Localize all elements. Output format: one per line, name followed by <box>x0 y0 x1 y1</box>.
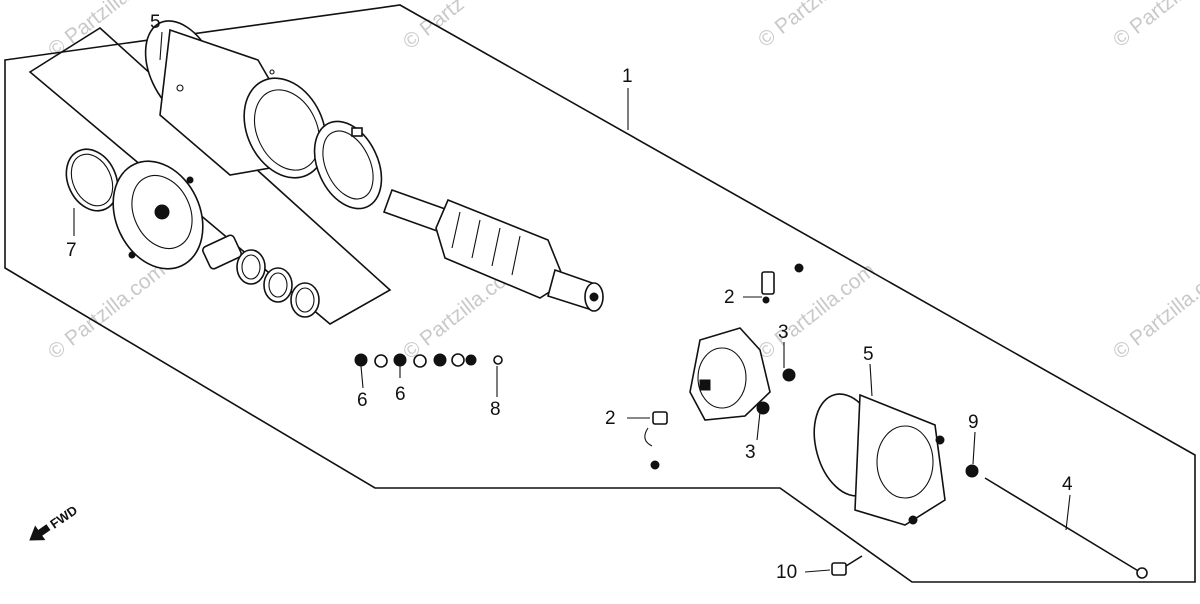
brush-upper <box>761 263 804 304</box>
callout-9: 9 <box>968 412 979 433</box>
watermark-top: © Partz <box>399 0 469 54</box>
assembly-boundary <box>4 4 1196 583</box>
brush-lower <box>644 411 668 470</box>
callout-3-upper: 3 <box>778 322 789 343</box>
callout-5-lower: 5 <box>863 344 874 365</box>
armature <box>382 188 604 312</box>
callout-6-right: 6 <box>395 384 406 405</box>
callout-10: 10 <box>776 562 797 583</box>
insulator-lower <box>756 401 770 415</box>
through-bolt <box>984 477 1148 579</box>
bolt-10 <box>831 555 863 576</box>
callout-1: 1 <box>622 66 633 87</box>
callouts: 1 5 7 2 3 5 6 6 8 2 9 3 4 10 <box>66 12 1073 583</box>
brush-holder-ring <box>313 120 383 210</box>
washer-9 <box>965 464 979 478</box>
callout-6-left: 6 <box>357 390 368 411</box>
callout-7: 7 <box>66 240 77 261</box>
callout-2-upper: 2 <box>724 287 735 308</box>
brush-plate <box>689 327 771 421</box>
nut-washer-row <box>354 353 503 368</box>
watermark-7: © Partzilla.com <box>1109 259 1200 364</box>
callout-5-upper: 5 <box>150 12 161 33</box>
fwd-label: FWD <box>47 502 80 531</box>
washer-set <box>202 234 320 318</box>
callout-3-lower: 3 <box>745 442 756 463</box>
fwd-indicator: FWD <box>29 502 80 541</box>
front-cover <box>112 160 204 270</box>
insulator-upper <box>782 368 796 382</box>
callout-2-lower: 2 <box>605 408 616 429</box>
rear-cover <box>813 393 946 526</box>
watermark-4: © Partzilla.com <box>44 259 170 364</box>
callout-8: 8 <box>490 399 501 420</box>
leader-lines <box>73 31 1071 573</box>
watermark-3: © Partzilla.com <box>1109 0 1200 52</box>
watermark-2: © Partzilla.com <box>754 0 880 52</box>
callout-4: 4 <box>1062 474 1073 495</box>
motor-case <box>144 20 327 179</box>
fwd-arrow-icon <box>29 524 51 541</box>
o-ring-7-inner <box>70 153 114 207</box>
